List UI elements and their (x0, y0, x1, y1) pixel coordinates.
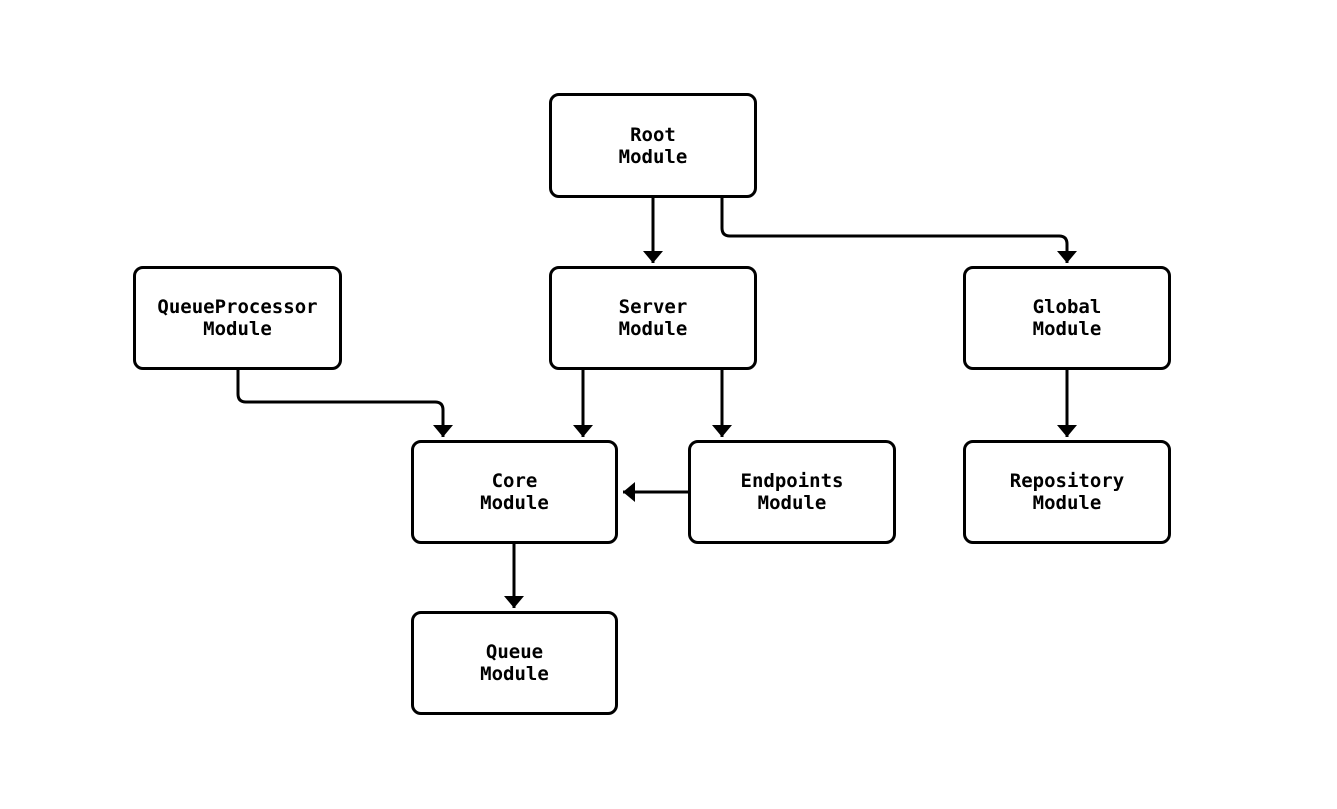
node-endpoints-module: Endpoints Module (688, 440, 896, 544)
node-global-module: Global Module (963, 266, 1171, 370)
node-repository-module: Repository Module (963, 440, 1171, 544)
node-queueprocessor-module: QueueProcessor Module (133, 266, 342, 370)
edge-root-to-global (720, 198, 1077, 263)
node-core-module: Core Module (411, 440, 618, 544)
node-server-module: Server Module (549, 266, 757, 370)
node-root-module: Root Module (549, 93, 757, 198)
edge-queueprocessor-to-core (236, 370, 453, 437)
node-queue-module: Queue Module (411, 611, 618, 715)
